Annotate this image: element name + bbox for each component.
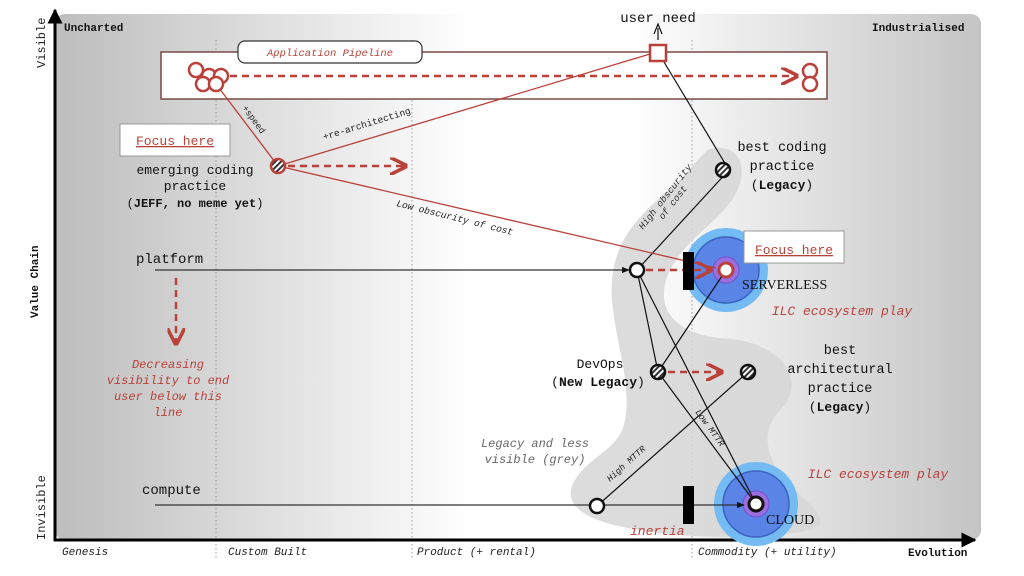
industrialised-label: Industrialised xyxy=(872,23,964,35)
best-arch-label-2: architectural xyxy=(787,363,892,378)
legacy-grey-line-2: visible (grey) xyxy=(485,453,586,467)
evolution-arrows xyxy=(176,76,795,372)
legacy-zone xyxy=(570,147,822,537)
pipeline-label: Application Pipeline xyxy=(266,48,393,60)
stage-commodity: Commodity (+ utility) xyxy=(698,547,837,559)
red-links xyxy=(215,53,717,269)
cloud-label: CLOUD xyxy=(766,513,814,528)
legacy-grey-line-1: Legacy and less xyxy=(481,437,589,451)
focus-here-left[interactable]: Focus here xyxy=(136,134,214,149)
user-need-arrow-icon xyxy=(653,22,663,35)
platform-node[interactable] xyxy=(628,261,646,279)
best-arch-label-3: practice xyxy=(808,382,873,397)
uncharted-label: Uncharted xyxy=(64,23,123,35)
user-need-node[interactable] xyxy=(648,43,668,63)
best-arch-label-4: (Legacy) xyxy=(809,400,871,415)
best-arch-label-1: best xyxy=(824,344,856,359)
inertia-bar-serverless xyxy=(683,252,694,290)
serverless-label: SERVERLESS xyxy=(742,278,827,293)
y-axis-visible-label: Visible xyxy=(35,18,49,68)
emerging-label-3: (JEFF, no meme yet) xyxy=(127,197,264,211)
serverless-node[interactable] xyxy=(717,261,735,279)
best-coding-label-1: best coding xyxy=(737,141,826,156)
stage-product: Product (+ rental) xyxy=(417,547,536,559)
inertia-bar-cloud xyxy=(683,486,694,524)
x-axis-evolution-label: Evolution xyxy=(908,548,967,560)
best-coding-practice-node[interactable] xyxy=(714,161,732,179)
user-need-label: user need xyxy=(620,11,696,27)
devops-label-1: DevOps xyxy=(577,357,624,372)
best-coding-label-3: (Legacy) xyxy=(751,178,813,193)
emerging-label-2: practice xyxy=(164,179,226,194)
cloud-node[interactable] xyxy=(747,495,765,513)
decreasing-visibility-note: Decreasing visibility to end user below … xyxy=(107,358,230,420)
emerging-label-1: emerging coding xyxy=(136,163,253,178)
devops-node[interactable] xyxy=(649,363,667,381)
y-axis-invisible-label: Invisible xyxy=(35,475,49,540)
stage-genesis: Genesis xyxy=(62,547,108,559)
compute-label: compute xyxy=(142,483,201,499)
focus-here-right[interactable]: Focus here xyxy=(755,243,833,258)
compute-node[interactable] xyxy=(588,497,606,515)
platform-label: platform xyxy=(136,252,203,268)
decreasing-line-2: visibility to end xyxy=(107,374,230,388)
best-architectural-practice-node[interactable] xyxy=(739,363,757,381)
pipeline-start-cluster[interactable] xyxy=(187,61,230,93)
focus-box-right[interactable] xyxy=(743,230,845,264)
decreasing-line-1: Decreasing xyxy=(132,358,204,372)
y-axis-value-chain-label: Value Chain xyxy=(30,245,42,318)
focus-box-left[interactable] xyxy=(119,123,231,157)
inertia-label: inertia xyxy=(630,524,685,539)
dependency-links xyxy=(596,28,757,507)
decreasing-line-3: user below this xyxy=(114,390,222,404)
legacy-grey-note: Legacy and less visible (grey) xyxy=(481,437,589,467)
emerging-coding-practice-node[interactable] xyxy=(269,157,287,175)
ilc-ecosystem-top: ILC ecosystem play xyxy=(772,304,914,319)
devops-label-2: (New Legacy) xyxy=(551,375,645,390)
stage-custom-built: Custom Built xyxy=(228,547,307,559)
ilc-ecosystem-bottom: ILC ecosystem play xyxy=(808,467,950,482)
pipeline-label-box xyxy=(237,40,423,64)
decreasing-line-4: line xyxy=(154,406,183,420)
best-coding-label-2: practice xyxy=(750,160,815,175)
pipeline-end-cluster[interactable] xyxy=(801,62,819,93)
